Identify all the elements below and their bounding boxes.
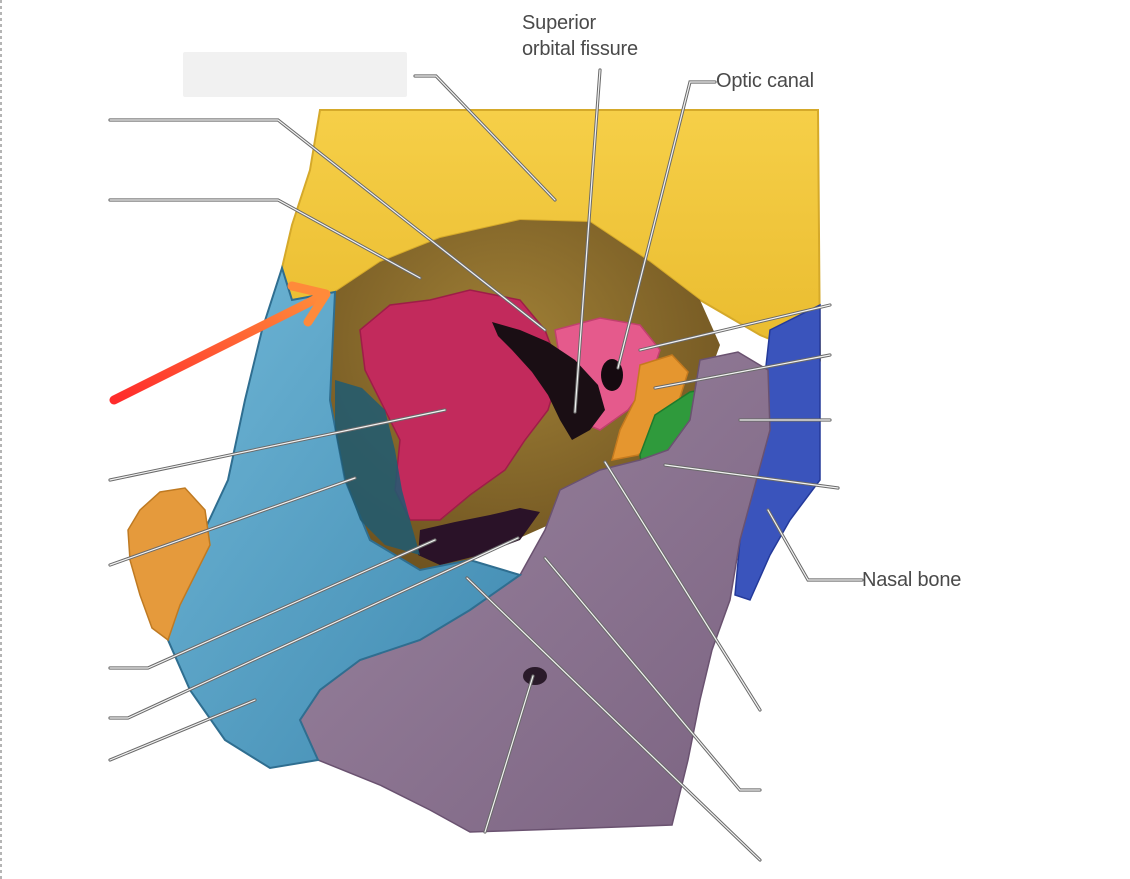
maxilla-bone	[299, 351, 771, 833]
label-nasal-bone: Nasal bone	[862, 569, 962, 591]
zygomatic-temporal-process	[127, 487, 211, 642]
label-line: Superior	[522, 12, 596, 34]
orbit-lateral-wall	[335, 380, 420, 555]
hidden-label-box	[183, 52, 407, 97]
label-superior-orbital-fissure: Superior orbital fissure	[522, 10, 638, 62]
label-line: orbital fissure	[522, 38, 638, 60]
label-optic-canal: Optic canal	[716, 70, 814, 92]
superior-orbital-fissure	[492, 322, 605, 440]
page-edge-dashes	[0, 0, 2, 879]
inferior-orbital-fissure	[418, 508, 540, 565]
infraorbital-foramen	[523, 667, 547, 685]
leader-lines	[108, 68, 864, 862]
red-arrow-pointer	[109, 281, 331, 405]
